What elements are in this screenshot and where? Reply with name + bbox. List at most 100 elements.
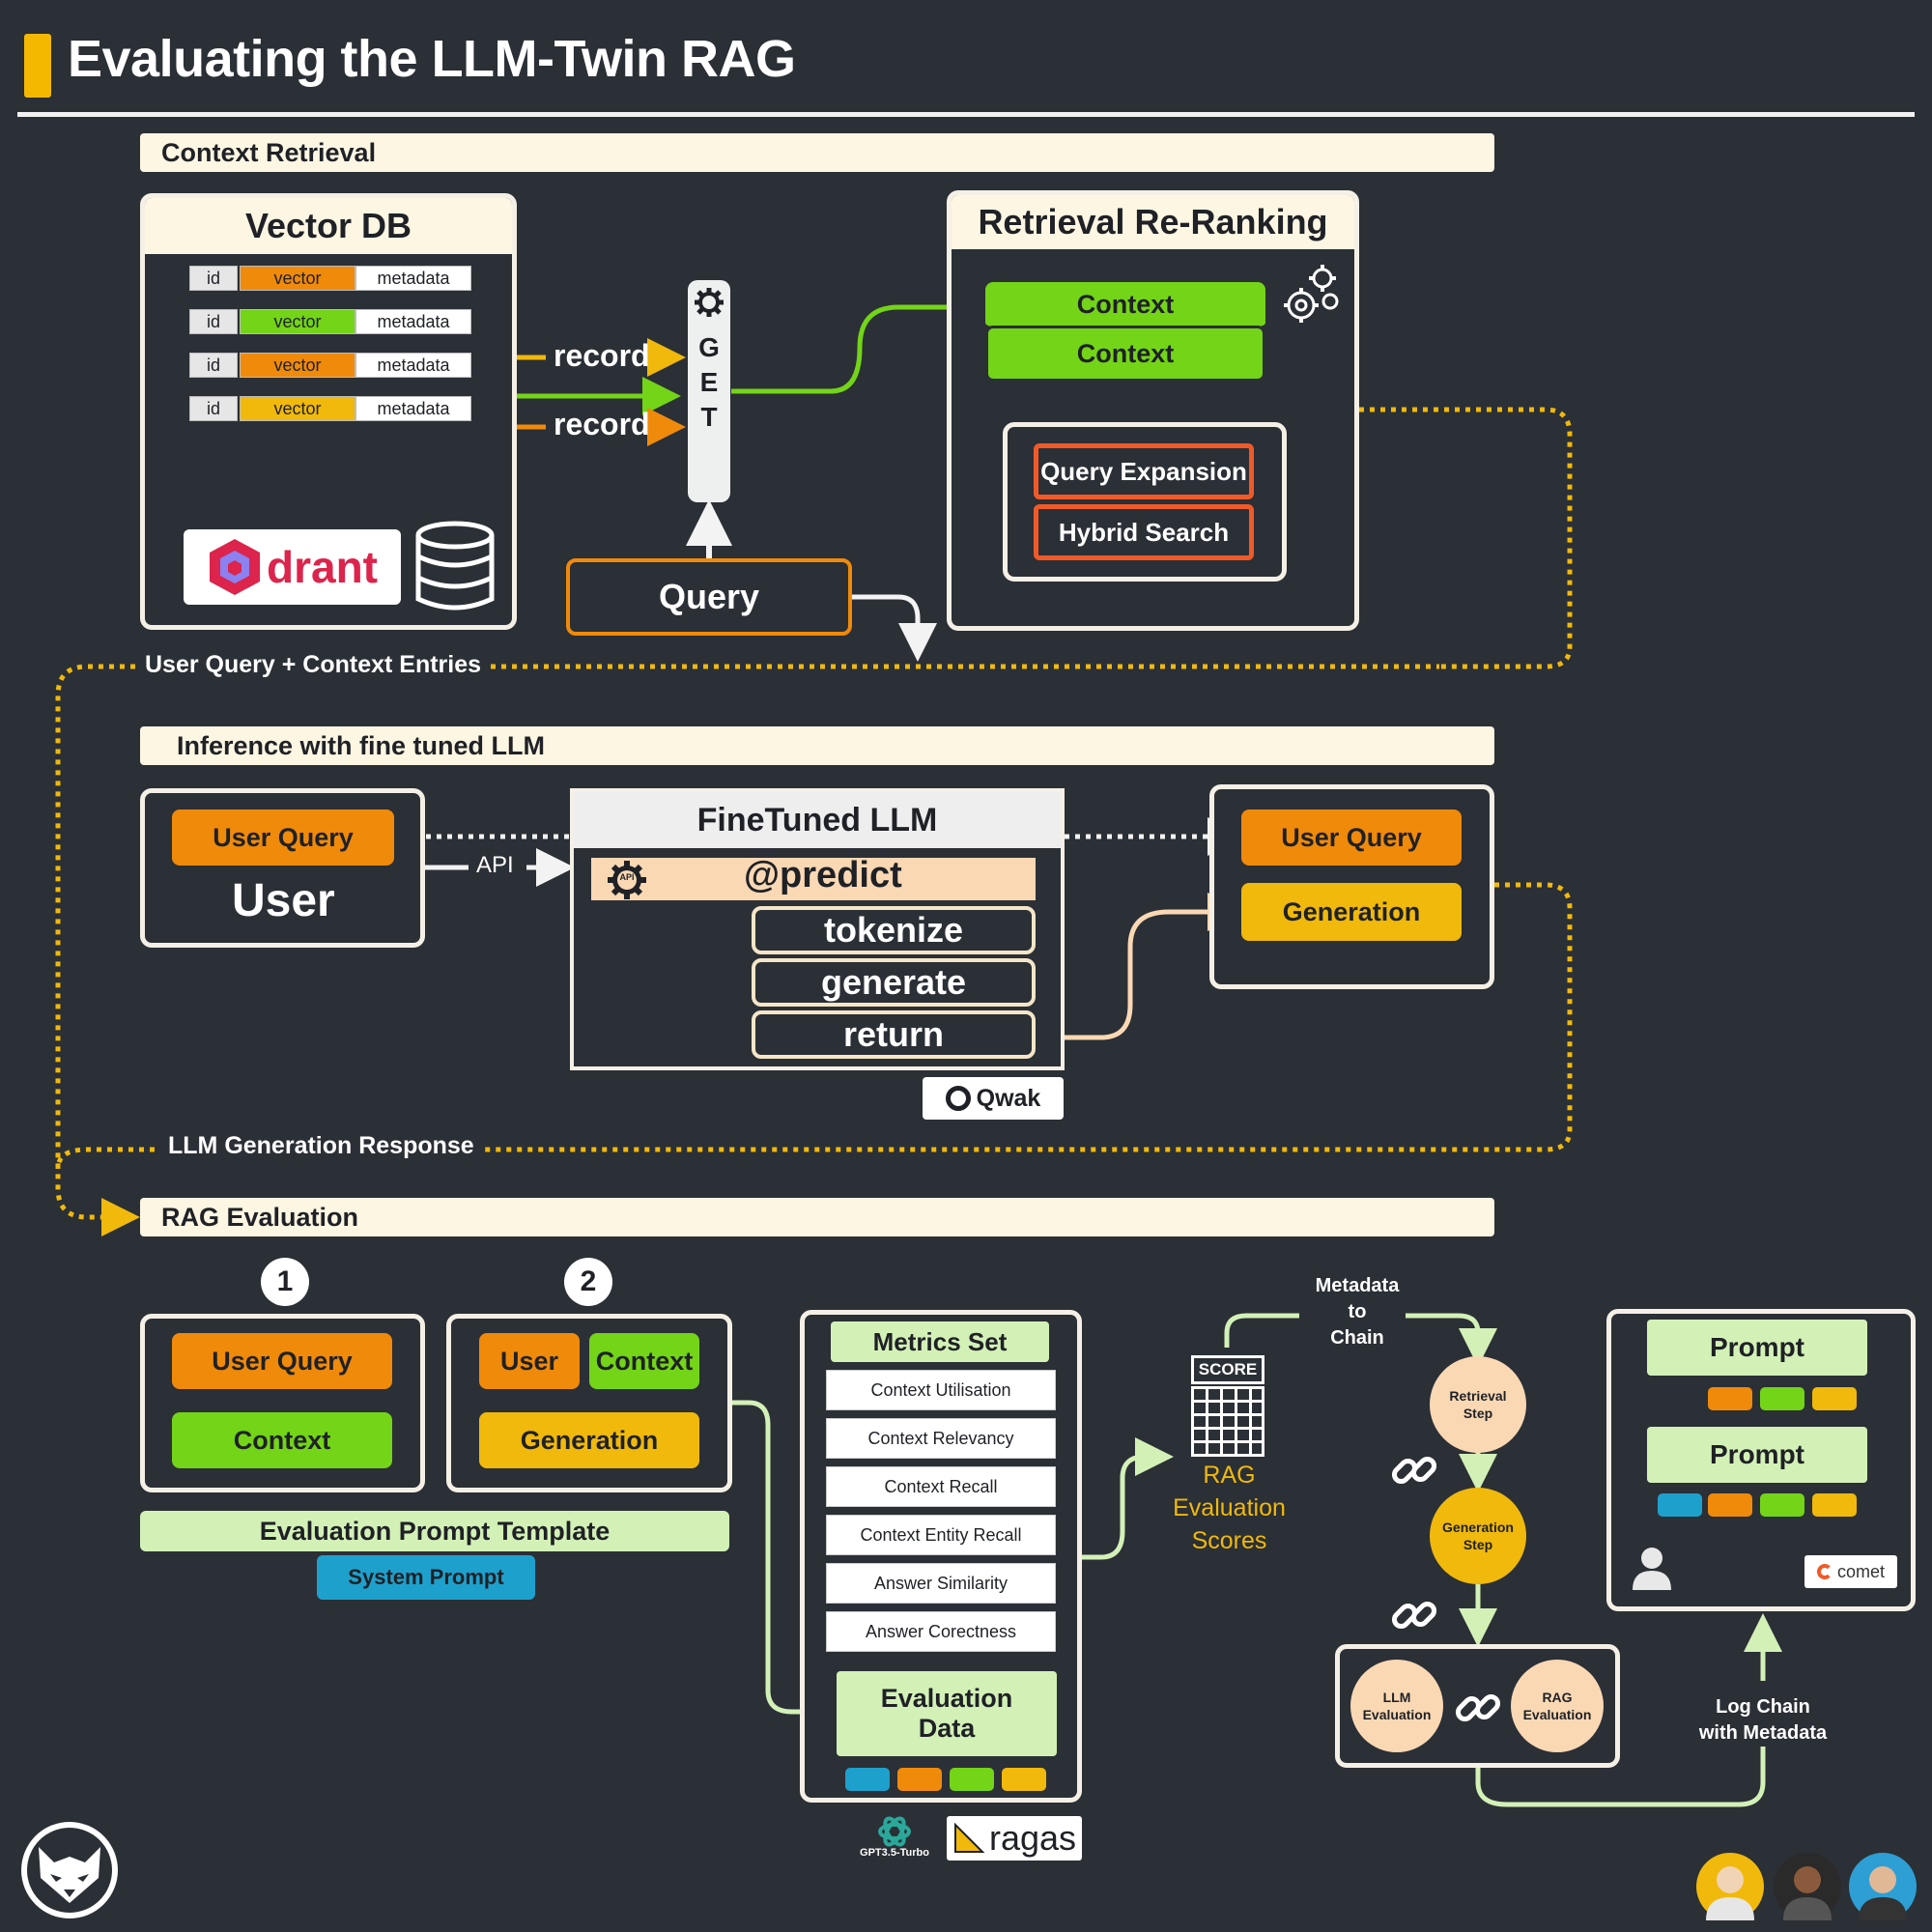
generation-step-node: Generation Step (1430, 1488, 1526, 1584)
score-line2: Evaluation (1173, 1494, 1286, 1521)
ragas-logo: ragas (947, 1816, 1082, 1861)
retrieval-step-line1: Retrieval (1449, 1388, 1507, 1404)
qwak-logo: Qwak (923, 1077, 1064, 1120)
step-1-context: Context (172, 1412, 392, 1468)
get-endpoint[interactable]: G E T (688, 280, 730, 502)
wolf-logo-icon (21, 1822, 118, 1918)
metadata-line2: to (1348, 1301, 1367, 1322)
context-card-2: Context (985, 326, 1265, 382)
qwak-logo-text: Qwak (976, 1084, 1041, 1112)
llm-generation-response-label: LLM Generation Response (162, 1132, 480, 1160)
avatar-face-icon (1783, 1866, 1832, 1920)
llm-evaluation-line1: LLM (1382, 1690, 1411, 1705)
gear-icon (695, 288, 724, 317)
api-gear-icon (608, 861, 646, 899)
api-badge-text: API (619, 872, 635, 882)
system-prompt-chip: System Prompt (317, 1555, 535, 1600)
avatar-face-icon (1859, 1866, 1907, 1920)
qwak-icon (945, 1086, 971, 1111)
title-accent (24, 34, 51, 98)
step-2-generation: Generation (479, 1412, 699, 1468)
metadata-line1: Metadata (1315, 1275, 1400, 1296)
metadata-line3: Chain (1330, 1327, 1384, 1349)
context-card-1: Context (985, 282, 1265, 330)
qdrant-logo: drant (184, 529, 401, 605)
section-inference: Inference with fine tuned LLM (140, 726, 1494, 765)
evaluation-data-card: Evaluation Data (837, 1671, 1057, 1756)
generate-step: generate (752, 958, 1036, 1007)
prompt2-swatch-orange (1708, 1493, 1752, 1517)
vector-row-vector: vector (240, 266, 355, 291)
author-avatar-2 (1774, 1853, 1841, 1920)
record-label-1: record (554, 338, 650, 373)
qdrant-logo-text: drant (267, 542, 378, 592)
page-title: Evaluating the LLM-Twin RAG (68, 30, 796, 88)
link-icon (1391, 1456, 1437, 1485)
rag-evaluation-line2: Evaluation (1522, 1707, 1592, 1722)
vector-row-id: id (189, 309, 238, 334)
query-box[interactable]: Query (566, 558, 852, 636)
predict-label: @predict (744, 855, 902, 895)
vector-row-vector: vector (240, 353, 355, 378)
metric-item: Context Utilisation (826, 1370, 1056, 1410)
title-divider (17, 112, 1915, 117)
log-chain-line2: with Metadata (1698, 1722, 1828, 1744)
prompt2-swatch-yellow (1812, 1493, 1857, 1517)
vector-row-metadata: metadata (355, 396, 471, 421)
step-2-user: User (479, 1333, 580, 1389)
predict-bar (591, 858, 1036, 900)
prompt1-swatch-orange (1708, 1387, 1752, 1410)
output-generation-chip: Generation (1241, 883, 1462, 941)
prompt1-swatch-green (1760, 1387, 1804, 1410)
score-grid (1191, 1386, 1264, 1457)
api-label: API (476, 852, 514, 878)
score-sheet-icon: SCORE (1191, 1355, 1264, 1457)
vector-row-vector: vector (240, 309, 355, 334)
metric-item: Answer Similarity (826, 1563, 1056, 1604)
prompt2-swatch-green (1760, 1493, 1804, 1517)
data-swatch (897, 1768, 942, 1791)
rag-evaluation-scores: RAG Evaluation Scores (1159, 1459, 1299, 1557)
metric-item: Context Recall (826, 1466, 1056, 1507)
record-label-2: record (554, 407, 650, 441)
author-avatar-1 (1696, 1853, 1764, 1920)
vector-row-id: id (189, 396, 238, 421)
qdrant-cube-icon (210, 539, 260, 595)
finetuned-llm-title: FineTuned LLM (574, 792, 1061, 848)
tokenize-step: tokenize (752, 906, 1036, 954)
hybrid-search-chip: Hybrid Search (1034, 504, 1254, 560)
user-query-context-label: User Query + Context Entries (145, 651, 482, 678)
reranking-title: Retrieval Re-Ranking (952, 195, 1354, 249)
openai-icon (878, 1816, 911, 1847)
vector-row-metadata: metadata (355, 353, 471, 378)
comet-logo-text: comet (1836, 1561, 1886, 1581)
vector-row-metadata: metadata (355, 309, 471, 334)
link-icon (1391, 1601, 1437, 1630)
evaluation-data-line2: Data (918, 1714, 976, 1743)
search-strategies-box (1003, 422, 1287, 582)
data-swatch (950, 1768, 994, 1791)
get-letter-t: T (700, 402, 718, 432)
step-2-context: Context (589, 1333, 699, 1389)
get-letter-g: G (698, 332, 720, 362)
vector-row-vector: vector (240, 396, 355, 421)
evaluation-data-line1: Evaluation (880, 1684, 1013, 1713)
get-letter-e: E (699, 367, 719, 397)
vector-row-metadata: metadata (355, 266, 471, 291)
step-1-user-query: User Query (172, 1333, 392, 1389)
section-context-retrieval: Context Retrieval (140, 133, 1494, 172)
data-swatch (1002, 1768, 1046, 1791)
rag-evaluation-node: RAG Evaluation (1511, 1660, 1604, 1752)
score-line3: Scores (1191, 1527, 1267, 1554)
section-rag-evaluation: RAG Evaluation (140, 1198, 1494, 1236)
llm-evaluation-line2: Evaluation (1362, 1707, 1432, 1722)
database-icon (415, 521, 495, 611)
output-user-query-chip: User Query (1241, 810, 1462, 866)
query-expansion-chip: Query Expansion (1034, 443, 1254, 499)
evaluation-prompt-template: Evaluation Prompt Template (140, 1511, 729, 1551)
log-chain-line1: Log Chain (1716, 1696, 1810, 1718)
metric-item: Context Entity Recall (826, 1515, 1056, 1555)
retrieval-step-line2: Step (1463, 1406, 1493, 1421)
comet-logo: comet (1804, 1555, 1897, 1588)
